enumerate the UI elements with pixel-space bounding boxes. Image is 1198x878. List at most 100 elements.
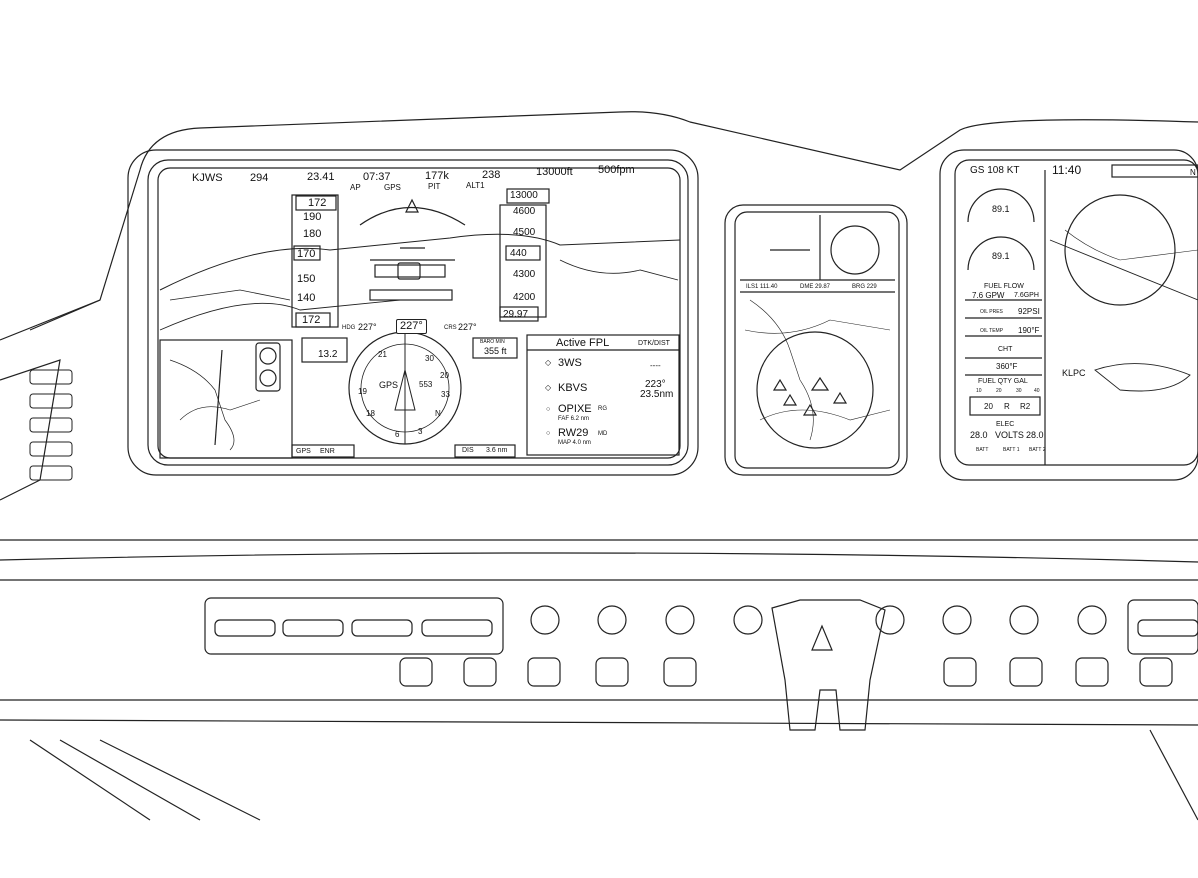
compass-label: 3 [418,427,423,436]
fpl-waypoint-name: RW29 [558,427,589,439]
altitude-selected: 13000 [510,190,538,201]
batt-label: BATT 1 [1003,447,1020,453]
hdg-label: HDG [342,325,356,331]
fpl-waypoint-name: KBVS [558,382,588,394]
altitude-tick: 4200 [513,292,536,303]
airspeed-current: 172 [302,314,321,326]
fuel-left-value: 20 [984,402,993,411]
volts-label: VOLTS [995,430,1024,440]
groundspeed-readout: GS 108 KT [970,165,1020,176]
fuel-flow-right: 7.6GPH [1014,292,1039,299]
distance-value: 3.6 nm [486,447,508,454]
fpl-waypoint-name: OPIXE [558,403,592,415]
gauge-2-value: 89.1 [992,251,1010,261]
oil-pres-value: 92PSI [1018,307,1040,316]
pfd-track-readout: 238 [482,169,501,181]
altitude-tick: 4300 [513,269,536,280]
hdg-value: 227° [358,322,377,332]
mode-pit: PIT [428,182,441,191]
knobs [530,605,1107,635]
brg-readout: BRG 229 [852,284,877,290]
airspeed-tick: 150 [297,273,316,285]
compass-label: 553 [419,380,433,389]
cht-label: CHT [998,346,1013,353]
pfd-vs-readout: 500fpm [598,164,635,176]
small-buttons [399,657,1173,687]
waypoint-icon: ◇ [545,358,552,367]
baro-min-value: 355 ft [484,346,507,356]
airspeed-tick: 180 [303,228,322,240]
airspeed-selected: 172 [308,197,327,209]
fpl-dtk-label: DTK/DIST [638,340,670,347]
gauge-1-value: 89.1 [992,204,1010,214]
fuel-flow-label: FUEL FLOW [984,283,1024,290]
compass-label: 18 [366,409,375,418]
altitude-tick: 4500 [513,227,536,238]
mode-alt1: ALT1 [466,181,485,190]
fuel-qty-tick: 10 [976,388,982,394]
left-vent [29,369,73,481]
fuel-flow-left: 7.6 GPW [972,291,1005,300]
altitude-current: 440 [510,248,527,259]
oil-temp-value: 190°F [1018,326,1040,335]
map-airport-label: KLPC [1062,368,1086,378]
pfd-baro-readout: 23.41 [307,171,335,183]
compass-label: 21 [378,350,387,359]
compass-label: 33 [441,390,450,399]
fpl-waypoint-dist: 23.5nm [640,389,674,400]
compass-label: 6 [395,430,400,439]
fpl-waypoint-sub: MAP 4.0 nm [558,440,591,446]
batt-label: BATT 2 [1029,447,1046,453]
fpl-title: Active FPL [556,337,610,349]
dme-readout: 13.2 [318,349,338,360]
pfd-airport-id: KJWS [192,172,223,184]
fpl-waypoint-dist: ---- [650,361,661,370]
baro-setting: 29.97 [503,309,529,320]
pfd-ias-readout: 177k [425,170,449,182]
oil-pres-label: OIL PRES [980,309,1003,315]
fuel-qty-tick: 30 [1016,388,1022,394]
waypoint-icon: ◇ [545,383,552,392]
eis-corner-label: N [1190,168,1196,177]
fpl-waypoint-dtk: 223° [645,379,666,390]
volts-right: 28.0 [1026,430,1044,440]
flight-phase-label: ENR [320,448,335,455]
airspeed-tick: 190 [303,211,322,223]
elec-label: ELEC [996,421,1015,428]
batt-label: BATT [976,447,989,453]
distance-label: DIS [462,447,474,454]
fpl-waypoint-sub: FAF 6.2 nm [558,416,590,422]
cht-value: 360°F [996,362,1018,371]
compass-label: N [435,409,441,418]
crs-label: CRS [444,325,457,331]
pfd-speed-readout: 294 [250,172,269,184]
compass-label: 19 [358,387,367,396]
nav-source-label: GPS [296,448,311,455]
pfd-altitude-readout: 13000ft [536,166,573,178]
heading-readout: 227° [396,319,427,334]
compass-gps-label: GPS [379,380,399,390]
baro-min-label: BARO MIN [480,339,505,345]
fuel-mid-value: R [1004,402,1010,411]
fuel-qty-label: FUEL QTY GAL [978,378,1028,385]
volts-left: 28.0 [970,430,988,440]
waypoint-icon: ○ [546,430,551,437]
oil-temp-label: OIL TEMP [980,328,1004,334]
airspeed-tick: 140 [297,292,316,304]
airspeed-tick: 170 [297,248,316,260]
dme-readout-small: DME 29.87 [800,284,831,290]
altitude-tick: 4600 [513,206,536,217]
mode-gps: GPS [384,183,401,192]
fpl-waypoint-tag: MD [598,431,608,437]
waypoint-icon: ○ [546,406,551,413]
compass-label: 20 [440,371,449,380]
fpl-waypoint-tag: RG [598,406,607,412]
fuel-right-value: R2 [1020,402,1031,411]
fpl-waypoint-name: 3WS [558,357,582,369]
crs-value: 227° [458,322,477,332]
compass-label: 30 [425,354,434,363]
fuel-qty-tick: 40 [1034,388,1040,394]
eis-time: 11:40 [1052,163,1082,177]
mode-ap: AP [350,183,361,192]
